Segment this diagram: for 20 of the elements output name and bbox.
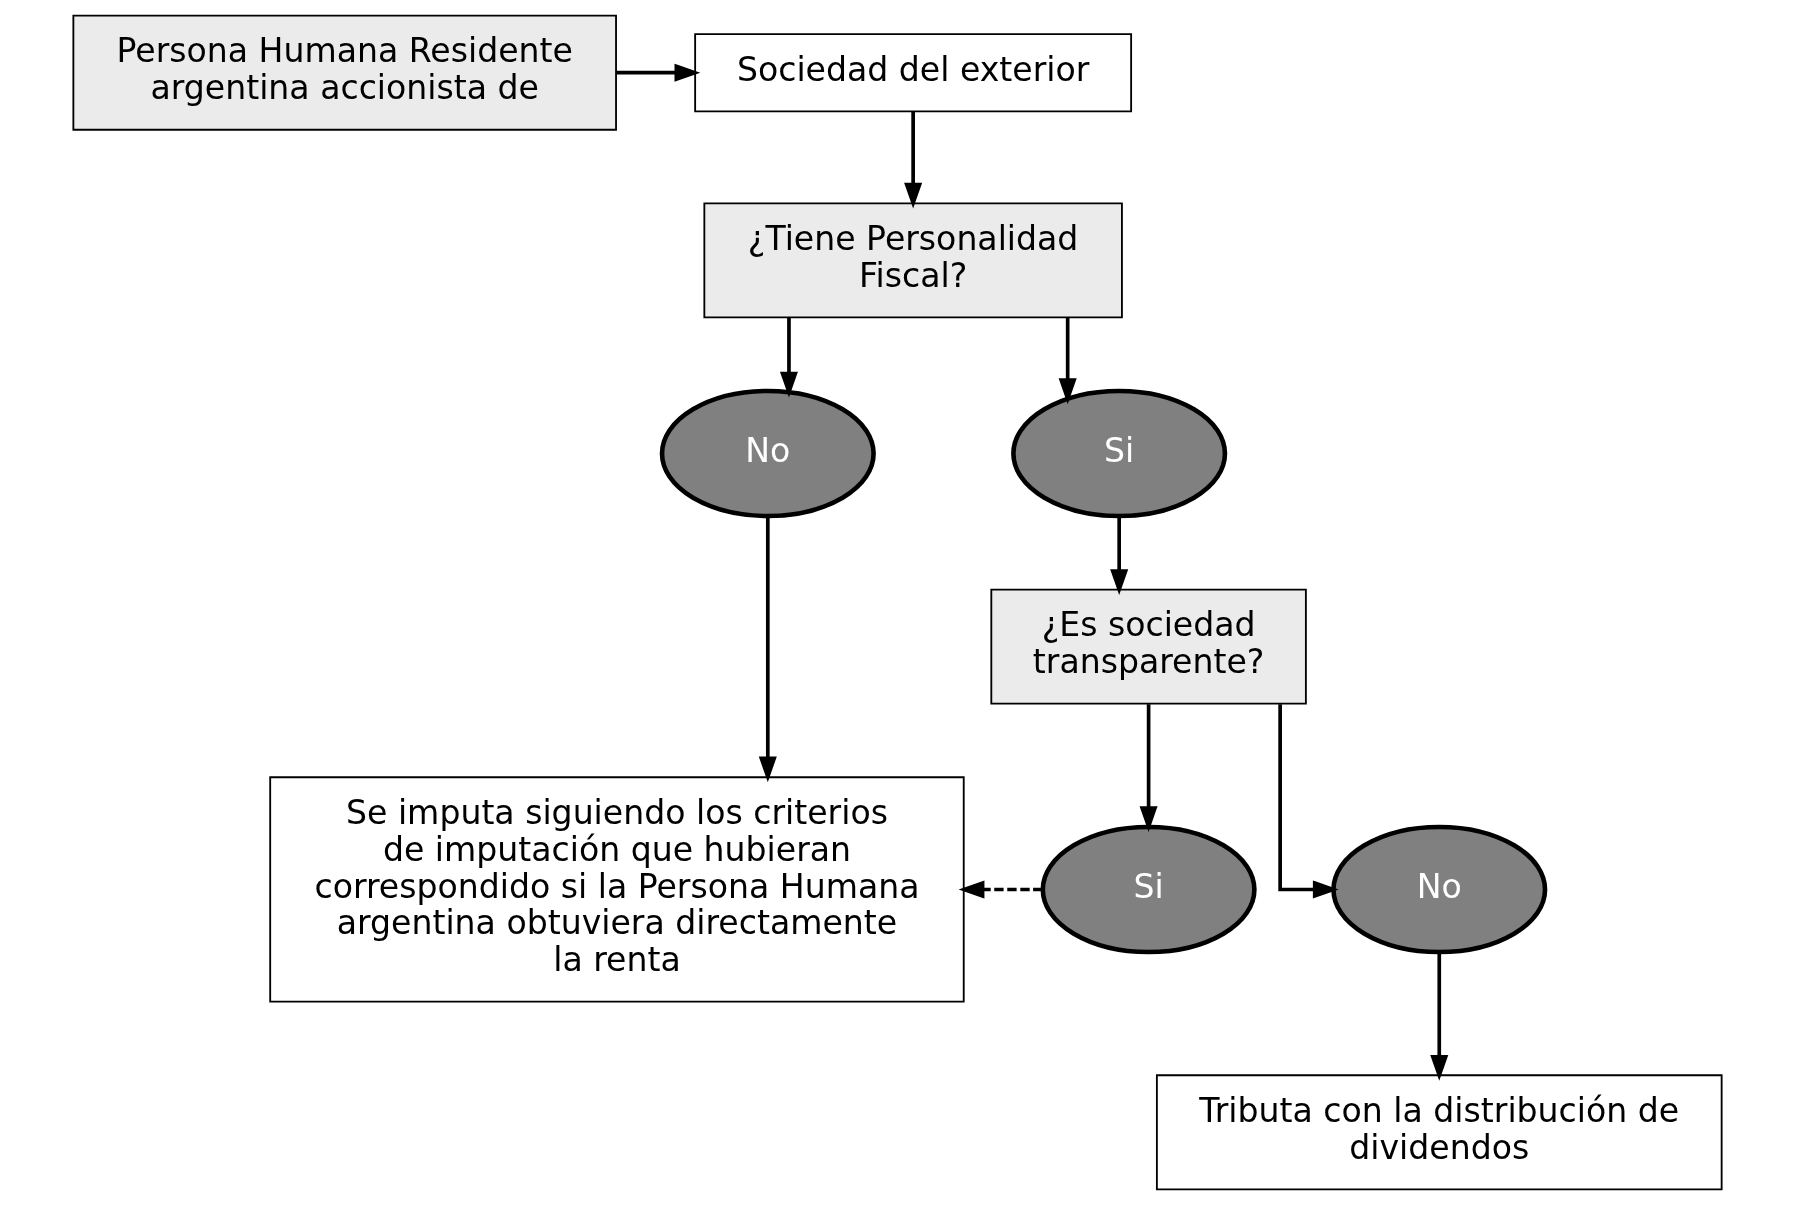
node-box: Se imputa siguiendo los criterios de imputación que hubieran correspondido si la Persona Humana argentina obtuviera directamente la renta xyxy=(269,776,965,1003)
arrow xyxy=(1278,704,1339,899)
arrow xyxy=(616,63,701,82)
node-ellipse: Si xyxy=(1011,388,1228,519)
node-box: Sociedad del exterior xyxy=(694,33,1133,113)
node-box: Tributa con la distribución de dividendos xyxy=(1155,1074,1723,1191)
arrow xyxy=(958,880,1043,899)
node-ellipse: Si xyxy=(1040,824,1257,955)
arrow xyxy=(1430,952,1449,1081)
arrow xyxy=(904,111,923,209)
node-box: ¿Tiene Personalidad Fiscal? xyxy=(703,202,1123,319)
arrow xyxy=(1139,704,1158,832)
arrow xyxy=(1058,317,1077,405)
node-ellipse: No xyxy=(1331,824,1548,955)
node-box: ¿Es sociedad transparente? xyxy=(990,588,1307,705)
arrow xyxy=(1110,516,1129,596)
node-box: Persona Humana Residente argentina accionista de xyxy=(72,14,617,131)
node-ellipse: No xyxy=(659,388,876,519)
arrow xyxy=(779,317,798,398)
arrow xyxy=(758,516,777,783)
